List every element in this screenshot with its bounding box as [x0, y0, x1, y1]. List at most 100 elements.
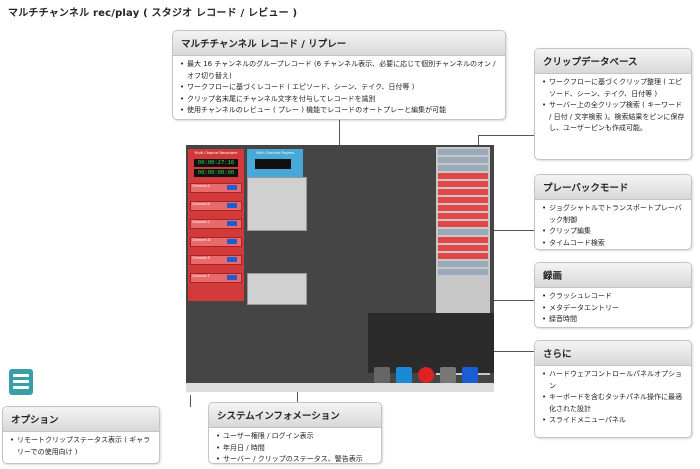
channel-row[interactable]: Channel-D	[190, 237, 242, 247]
save-button[interactable]	[396, 367, 412, 383]
callout-heading: 録画	[535, 263, 691, 288]
connector-line	[478, 135, 534, 136]
list-item[interactable]	[438, 213, 488, 219]
page-title: マルチチャンネル rec/play ( スタジオ レコード / レビュー )	[8, 8, 298, 19]
channel-label: Channel-D	[192, 238, 211, 242]
callout-multichannel: マルチチャンネル レコード / リプレー 最大 16 チャンネルのグループレコー…	[172, 30, 506, 120]
record-button[interactable]	[418, 367, 434, 383]
list-item: キーボードを含むタッチパネル操作に最適化された設計	[542, 392, 685, 415]
callout-system-info: システムインフォメーション ユーザー権限 / ログイン表示 年月日 / 時間 サ…	[208, 402, 382, 464]
channel-on-toggle[interactable]	[227, 275, 237, 280]
list-item: 最大 16 チャンネルのグループレコード (6 チャンネル表示、必要に応じて個別…	[180, 59, 499, 82]
list-item: ワークフローに基づくクリップ整理 ( エピソード、シーン、テイク、日付等 )	[542, 77, 685, 100]
player-channel-a[interactable]	[247, 177, 307, 231]
callout-list: ジョグシャトルでトランスポートプレーバック制御 クリップ編集 タイムコード検索	[535, 203, 691, 249]
list-item: サーバー上の全クリップ検索 ( キーワード / 日付 / 文字検索 )。検索結果…	[542, 100, 685, 135]
list-item[interactable]	[438, 205, 488, 211]
list-item: クリップ編集	[542, 226, 685, 238]
callout-clip-database: クリップデータベース ワークフローに基づくクリップ整理 ( エピソード、シーン、…	[534, 48, 692, 160]
record-timecode: 00:00:27:16	[194, 159, 238, 167]
player-channel-b[interactable]	[247, 273, 307, 305]
list-item: ジョグシャトルでトランスポートプレーバック制御	[542, 203, 685, 226]
channel-on-toggle[interactable]	[227, 257, 237, 262]
channel-row[interactable]: Channel-C	[190, 219, 242, 229]
channel-list: Channel-A Channel-B Channel-C Channel-D …	[190, 183, 242, 291]
callout-heading: クリップデータベース	[535, 49, 691, 74]
recorder-header: Multi Channel Recorders	[194, 151, 238, 155]
callout-heading: さらに	[535, 341, 691, 366]
list-item[interactable]	[438, 197, 488, 203]
callout-list: ワークフローに基づくクリップ整理 ( エピソード、シーン、テイク、日付等 ) サ…	[535, 77, 691, 135]
list-item: ワークフローに基づくレコード ( エピソード、シーン、テイク、日付等 )	[180, 82, 499, 94]
channel-on-toggle[interactable]	[227, 185, 237, 190]
list-item[interactable]	[438, 261, 488, 267]
list-item: サーバー / クリップのステータス、警告表示	[216, 454, 375, 463]
system-status-bar	[186, 383, 494, 392]
channel-label: Channel-F	[192, 274, 210, 278]
recorder-panel: Multi Channel Recorders 00:00:27:16 00:0…	[188, 149, 244, 301]
pin-button[interactable]	[374, 367, 390, 383]
callout-heading: オプション	[3, 407, 159, 432]
list-item: 年月日 / 時間	[216, 443, 375, 455]
list-item: タイムコード検索	[542, 238, 685, 250]
connector-line	[190, 395, 191, 407]
list-item: ユーザー権限 / ログイン表示	[216, 431, 375, 443]
list-item[interactable]	[438, 189, 488, 195]
callout-list: リモートクリップステータス表示 ( ギャラリーでの使用向け )	[3, 435, 159, 458]
list-item[interactable]	[438, 245, 488, 251]
list-item: クラッシュレコード	[542, 291, 685, 303]
app-screenshot: Multi Channel Recorders 00:00:27:16 00:0…	[186, 145, 494, 392]
slide-menu-icon	[9, 369, 33, 395]
channel-label: Channel-C	[192, 220, 211, 224]
list-item[interactable]	[438, 149, 488, 155]
playback-panel	[368, 313, 494, 373]
list-item: メタデータエントリー	[542, 303, 685, 315]
channel-on-toggle[interactable]	[227, 221, 237, 226]
channel-label: Channel-E	[192, 256, 210, 260]
callout-list: ハードウェアコントロールパネルオプション キーボードを含むタッチパネル操作に最適…	[535, 369, 691, 427]
callout-heading: プレーバックモード	[535, 175, 691, 200]
list-item: クリップ名末尾にチャンネル文字を付与してレコードを識別	[180, 94, 499, 106]
callout-heading: マルチチャンネル レコード / リプレー	[173, 31, 505, 56]
callout-list: 最大 16 チャンネルのグループレコード (6 チャンネル表示、必要に応じて個別…	[173, 59, 505, 117]
connector-line	[486, 230, 534, 231]
list-item[interactable]	[438, 181, 488, 187]
callout-list: ユーザー権限 / ログイン表示 年月日 / 時間 サーバー / クリップのステー…	[209, 431, 381, 463]
channel-on-toggle[interactable]	[227, 239, 237, 244]
channel-on-toggle[interactable]	[227, 203, 237, 208]
list-item[interactable]	[438, 237, 488, 243]
player-header: Multi Channel Players	[256, 151, 294, 155]
list-item[interactable]	[438, 221, 488, 227]
channel-label: Channel-B	[192, 202, 210, 206]
channel-row[interactable]: Channel-B	[190, 201, 242, 211]
player-timecode	[255, 159, 291, 169]
list-item[interactable]	[438, 229, 488, 235]
list-item[interactable]	[438, 253, 488, 259]
channel-row[interactable]: Channel-E	[190, 255, 242, 265]
list-item: リモートクリップステータス表示 ( ギャラリーでの使用向け )	[10, 435, 153, 458]
callout-more: さらに ハードウェアコントロールパネルオプション キーボードを含むタッチパネル操…	[534, 340, 692, 438]
callout-list: クラッシュレコード メタデータエントリー 録音時間	[535, 291, 691, 326]
callout-playback: プレーバックモード ジョグシャトルでトランスポートプレーバック制御 クリップ編集…	[534, 174, 692, 250]
callout-record: 録画 クラッシュレコード メタデータエントリー 録音時間	[534, 262, 692, 328]
connector-line	[339, 118, 340, 148]
list-item: スライドメニューパネル	[542, 415, 685, 427]
list-item[interactable]	[438, 173, 488, 179]
callout-options: オプション リモートクリップステータス表示 ( ギャラリーでの使用向け )	[2, 406, 160, 464]
list-item[interactable]	[438, 165, 488, 171]
list-item: 使用チャンネルのレビュー ( プレー ) 機能でレコードのオートプレーと編集が可…	[180, 105, 499, 117]
list-item[interactable]	[438, 157, 488, 163]
list-item[interactable]	[438, 269, 488, 275]
connector-line	[297, 392, 298, 402]
callout-heading: システムインフォメーション	[209, 403, 381, 428]
stop-button[interactable]	[462, 367, 478, 383]
channel-label: Channel-A	[192, 184, 210, 188]
connector-line	[476, 351, 534, 352]
list-item: 録音時間	[542, 314, 685, 326]
record-timecode: 00:00:00:00	[194, 169, 238, 177]
play-button[interactable]	[440, 367, 456, 383]
channel-row[interactable]: Channel-F	[190, 273, 242, 283]
channel-row[interactable]: Channel-A	[190, 183, 242, 193]
list-item: ハードウェアコントロールパネルオプション	[542, 369, 685, 392]
connector-line	[486, 300, 534, 301]
